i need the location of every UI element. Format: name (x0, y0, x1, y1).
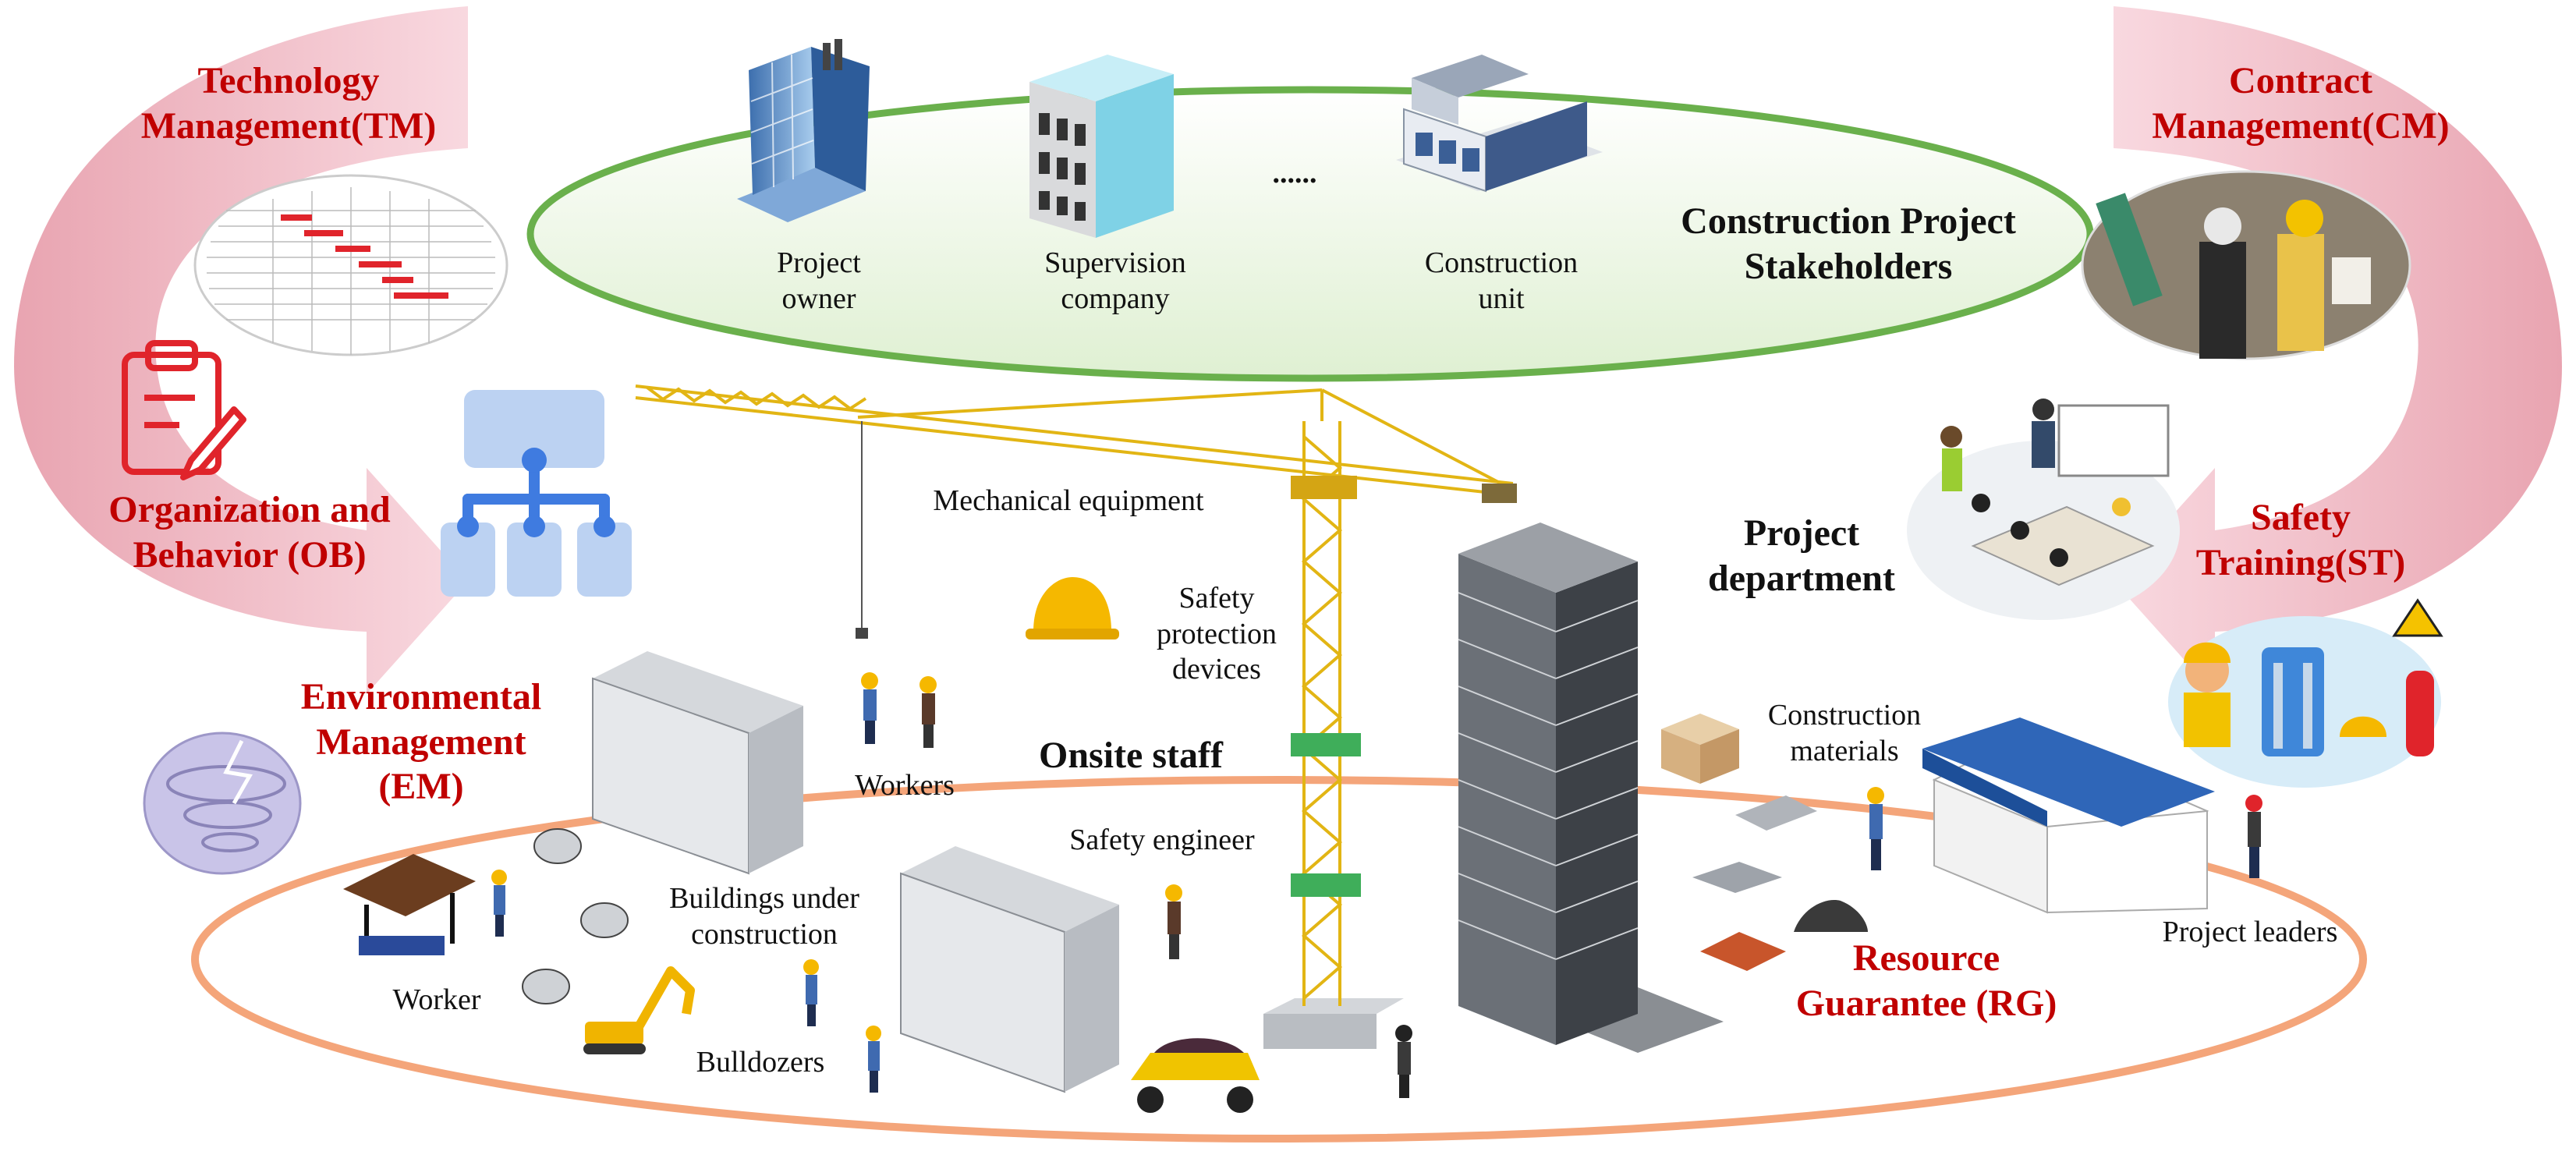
label-organization-behavior: Organization and Behavior (OB) (108, 489, 391, 576)
label-worker: Worker (392, 983, 481, 1016)
stakeholder-project-owner: Project owner (777, 246, 861, 315)
org-chart-icon (441, 390, 632, 597)
label-safety-training: Safety Training(ST) (2195, 497, 2406, 583)
worker-figure (919, 676, 937, 748)
clipboard-icon (122, 340, 246, 480)
right-cycle-arrow (2114, 6, 2562, 694)
label-safety-protection-devices: Safety protection devices (1156, 582, 1277, 686)
label-safety-engineer: Safety engineer (1069, 824, 1255, 856)
site-boundary-ellipse (191, 776, 2367, 1143)
concrete-mixers-icon (522, 828, 629, 1004)
warehouse-icon (1922, 717, 2215, 914)
construction-materials-icon (1661, 714, 1868, 971)
meeting-room-icon (1907, 399, 2180, 620)
worker-figure (861, 672, 878, 744)
stakeholder-ellipsis: ...... (1272, 157, 1317, 190)
building-under-construction-1-icon (592, 651, 803, 875)
excavator-icon (583, 966, 695, 1054)
stakeholders-title: Construction Project Stakeholders (1681, 200, 2016, 287)
shelter-icon (343, 854, 476, 955)
stakeholder-ellipse (526, 86, 2094, 382)
high-rise-building-icon (1458, 523, 1724, 1053)
worker-figure (1395, 1025, 1412, 1098)
label-contract-management: Contract Management(CM) (2152, 60, 2450, 147)
label-environmental-management: Environmental Management (EM) (300, 676, 542, 808)
gantt-chart-icon (193, 174, 508, 356)
label-workers: Workers (855, 769, 955, 802)
office-tower-icon (737, 39, 870, 222)
storm-cloud-icon (143, 732, 302, 875)
label-technology-management: Technology Management(TM) (140, 60, 437, 147)
label-construction-materials: Construction materials (1767, 699, 1922, 767)
worker-figure (866, 1026, 881, 1093)
worker-figure (2245, 795, 2262, 878)
label-project-leaders: Project leaders (2162, 916, 2338, 948)
label-project-department: Project department (1708, 512, 1895, 599)
label-buildings-under-construction: Buildings under construction (669, 882, 859, 951)
left-cycle-arrow (14, 6, 468, 694)
worker-figure (1867, 787, 1884, 870)
label-onsite-staff: Onsite staff (1039, 735, 1223, 776)
label-resource-guarantee: Resource Guarantee (RG) (1795, 937, 2057, 1024)
label-bulldozers: Bulldozers (696, 1046, 825, 1079)
worker-figures (491, 672, 2262, 1098)
tower-crane-icon (635, 384, 1517, 1049)
worker-figure (803, 959, 819, 1026)
stakeholder-supervision-company: Supervision company (1044, 246, 1186, 315)
supervision-building-icon (1029, 55, 1174, 238)
hard-hat-icon (1026, 577, 1119, 639)
worker-figure (491, 870, 507, 937)
stakeholder-construction-unit: Construction unit (1424, 246, 1579, 315)
label-mechanical-equipment: Mechanical equipment (933, 484, 1204, 517)
construction-unit-building-icon (1396, 55, 1603, 193)
building-under-construction-2-icon (900, 846, 1119, 1093)
dump-truck-icon (1131, 1038, 1260, 1113)
engineers-photo-icon (2081, 170, 2411, 360)
safety-equipment-icon (2168, 598, 2443, 788)
worker-figure (1165, 884, 1182, 959)
